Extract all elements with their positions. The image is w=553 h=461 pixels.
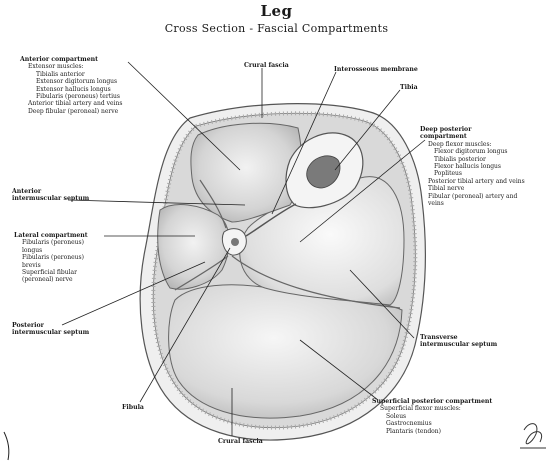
fibula-text: Fibula	[122, 404, 144, 411]
label-transverse-septum: Transverse intermuscular septum	[420, 334, 497, 349]
transverse-septum-line-1: Transverse	[420, 334, 497, 341]
page-title: Leg	[0, 2, 553, 20]
list-item: Tibial nerve	[420, 185, 525, 192]
list-item: Flexor hallucis longus	[420, 163, 525, 170]
list-item: Deep fibular (peroneal) nerve	[20, 108, 122, 115]
label-superficial-posterior-compartment: Superficial posterior compartment Superf…	[372, 398, 492, 435]
anterior-compartment-heading: Anterior compartment	[20, 56, 122, 63]
label-lateral-compartment: Lateral compartment Fibularis (peroneus)…	[14, 232, 92, 284]
label-posterior-septum: Posterior intermuscular septum	[12, 322, 89, 337]
artist-signature	[520, 424, 546, 448]
list-item: Fibularis (peroneus) brevis	[14, 254, 92, 269]
superficial-posterior-heading: Superficial posterior compartment	[372, 398, 492, 405]
list-item: Fibularis (peroneus) longus	[14, 239, 92, 254]
label-fibula: Fibula	[122, 404, 144, 411]
transverse-septum-line-2: intermuscular septum	[420, 341, 497, 348]
list-item: Tibialis posterior	[420, 156, 525, 163]
list-item: Extensor digitorum longus	[20, 78, 122, 85]
posterior-septum-line-2: intermuscular septum	[12, 329, 89, 336]
lateral-compartment-heading: Lateral compartment	[14, 232, 92, 239]
list-item: Extensor hallucis longus	[20, 86, 122, 93]
tibia-text: Tibia	[400, 84, 418, 91]
list-item: Popliteus	[420, 170, 525, 177]
label-crural-fascia: Crural fascia	[244, 62, 289, 69]
list-item: Deep flexor muscles:	[420, 141, 525, 148]
crural-fascia-bottom-text: Crural fascia	[218, 438, 263, 445]
label-crural-fascia-bottom: Crural fascia	[218, 438, 263, 445]
anterior-septum-line-2: intermuscular septum	[12, 195, 89, 202]
corner-mark	[4, 432, 9, 460]
list-item: Posterior tibial artery and veins	[420, 178, 525, 185]
anterior-septum-line-1: Anterior	[12, 188, 89, 195]
deep-posterior-heading: Deep posterior compartment	[420, 126, 520, 141]
list-item: Plantaris (tendon)	[372, 428, 492, 435]
label-tibia: Tibia	[400, 84, 418, 91]
list-item: Extensor muscles:	[20, 63, 122, 70]
crural-fascia-text: Crural fascia	[244, 62, 289, 69]
label-anterior-compartment: Anterior compartment Extensor muscles: T…	[20, 56, 122, 115]
list-item: Flexor digitorum longus	[420, 148, 525, 155]
list-item: Superficial fibular (peroneal) nerve	[14, 269, 92, 284]
list-item: Tibialis anterior	[20, 71, 122, 78]
posterior-septum-line-1: Posterior	[12, 322, 89, 329]
label-deep-posterior-compartment: Deep posterior compartment Deep flexor m…	[420, 126, 525, 207]
interosseous-membrane-text: Interosseous membrane	[334, 66, 418, 73]
page-subtitle: Cross Section - Fascial Compartments	[0, 22, 553, 35]
label-anterior-septum: Anterior intermuscular septum	[12, 188, 89, 203]
list-item: Gastrocnemius	[372, 420, 492, 427]
list-item: Anterior tibial artery and veins	[20, 100, 122, 107]
label-interosseous-membrane: Interosseous membrane	[334, 66, 418, 73]
list-item: Soleus	[372, 413, 492, 420]
list-item: Fibularis (peroneus) tertius	[20, 93, 122, 100]
list-item: Fibular (peroneal) artery and veins	[420, 193, 518, 208]
list-item: Superficial flexor muscles:	[372, 405, 492, 412]
